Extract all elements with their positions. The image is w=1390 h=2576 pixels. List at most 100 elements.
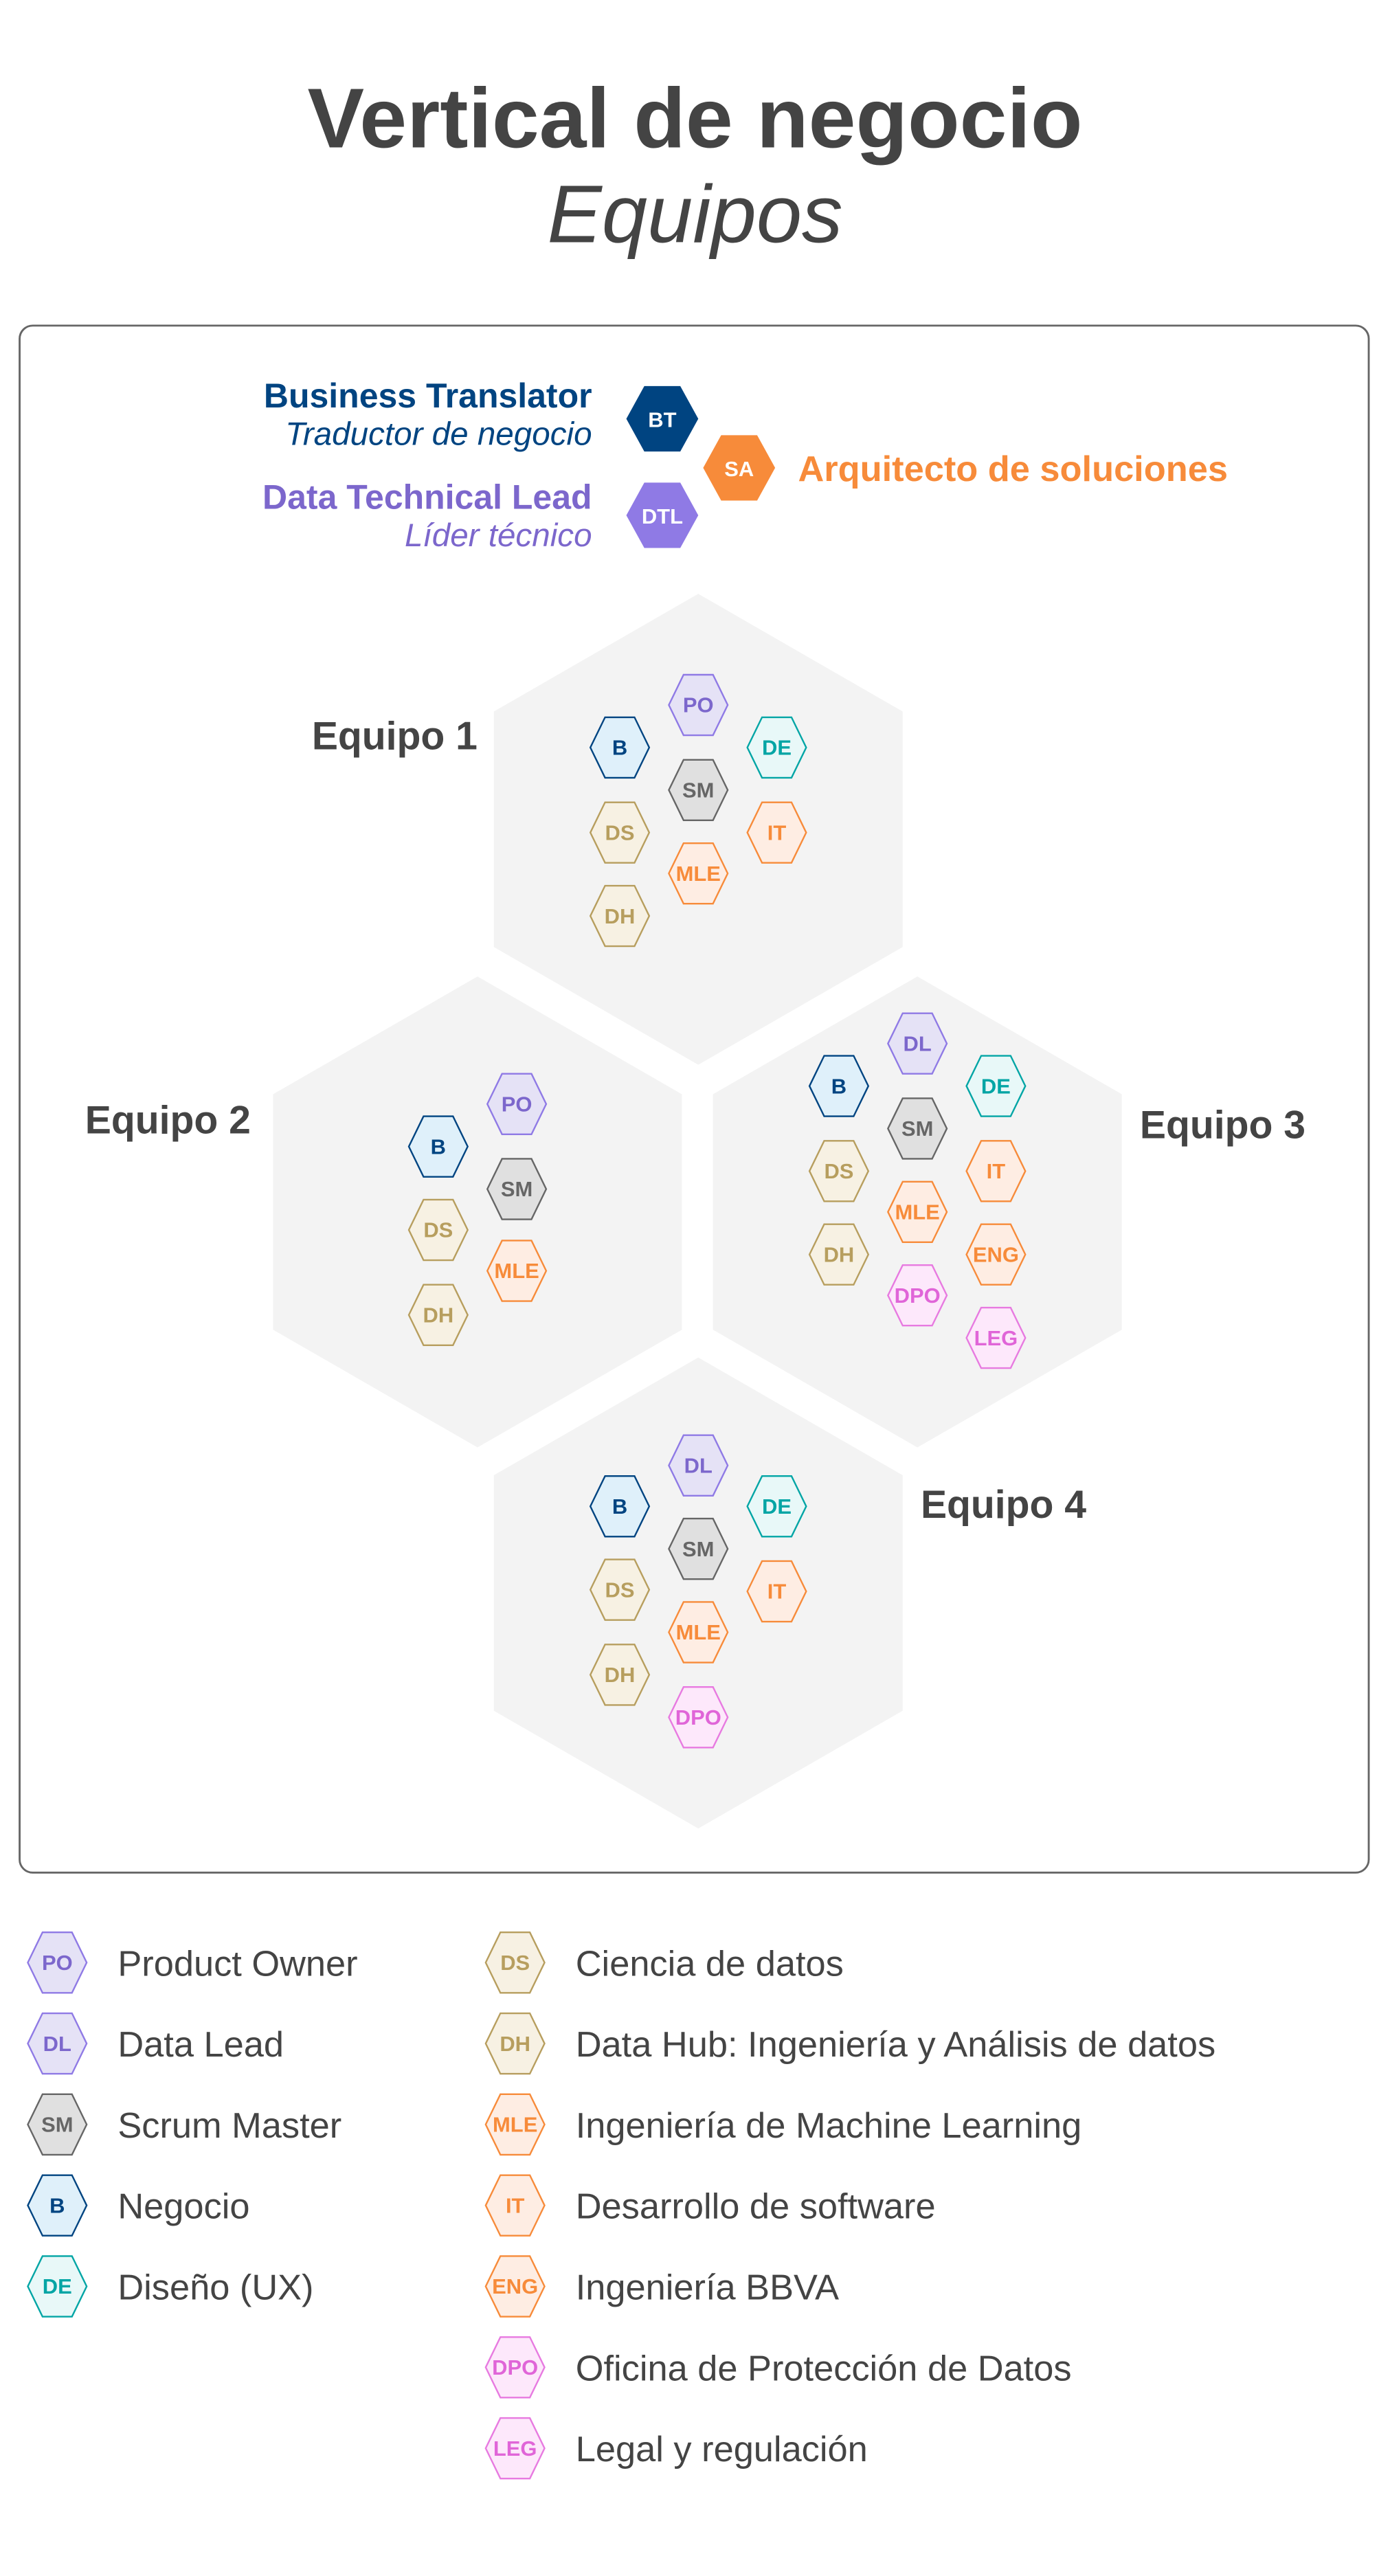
role-code: DS (605, 1578, 635, 1602)
role-code: B (831, 1074, 847, 1098)
role-hex-mle: MLE (668, 842, 729, 905)
team-1-label: Equipo 1 (312, 714, 478, 758)
role-code: SM (682, 778, 714, 802)
hexagon-icon (808, 1140, 870, 1202)
role-hex-po: PO (668, 673, 729, 737)
hexagon-icon (484, 2174, 546, 2237)
team-3-label: Equipo 3 (1140, 1104, 1305, 1147)
role-hex-dh: DH (808, 1223, 870, 1286)
role-code: IT (767, 820, 787, 844)
legend-label: Diseño (UX) (117, 2268, 313, 2308)
hexagon-icon (965, 1306, 1027, 1369)
hexagon-icon (407, 1284, 469, 1346)
role-hex-po: PO (27, 1931, 88, 1994)
hexagon-icon (484, 2255, 546, 2318)
legend-item: ENG Ingeniería BBVA (484, 2255, 839, 2318)
role-hex-eng: ENG (965, 1223, 1027, 1286)
role-code: DH (824, 1242, 855, 1266)
role-hex-dh: DH (407, 1284, 469, 1346)
role-hex-b: B (589, 1475, 651, 1538)
role-code: DE (762, 1494, 792, 1519)
hexagon-icon (626, 385, 699, 452)
role-code: DH (423, 1303, 453, 1327)
hexagon-icon (668, 1686, 729, 1749)
legend-label: Ingeniería BBVA (576, 2268, 839, 2308)
role-code: SM (901, 1117, 933, 1141)
hexagon-icon (27, 2093, 88, 2156)
legend-label: Data Lead (117, 2025, 284, 2065)
role-code: PO (502, 1092, 533, 1116)
legend-label: Ingeniería de Machine Learning (576, 2106, 1081, 2146)
legend-label: Desarrollo de software (576, 2187, 936, 2227)
role-hex-mle: MLE (887, 1180, 948, 1244)
role-code: DL (904, 1031, 932, 1055)
role-hex-ds: DS (589, 801, 651, 864)
role-code: IT (987, 1159, 1006, 1183)
role-hex-ds: DS (589, 1558, 651, 1621)
hexagon-icon (484, 2336, 546, 2399)
role-code: DE (762, 736, 792, 760)
hexagon-icon (887, 1264, 948, 1327)
hexagon-icon (486, 1158, 548, 1220)
role-hex-dpo: DPO (484, 2336, 546, 2399)
hexagon-icon (746, 801, 807, 864)
hexagon-icon (965, 1140, 1027, 1202)
hexagon-icon (484, 2417, 546, 2480)
role-hex-sm: SM (887, 1097, 948, 1160)
sa-code: SA (724, 457, 754, 481)
role-hex-po: PO (486, 1073, 548, 1135)
hexagon-icon (746, 716, 807, 779)
role-hex-dpo: DPO (668, 1686, 729, 1749)
role-code: DPO (675, 1705, 721, 1729)
hexagon-icon (668, 1601, 729, 1664)
role-code: IT (506, 2193, 525, 2217)
hexagon-icon (486, 1240, 548, 1302)
role-hex-dl: DL (668, 1434, 729, 1497)
role-code: MLE (676, 862, 721, 886)
diagram-frame (19, 324, 1370, 1874)
bt-subtitle: Traductor de negocio (285, 416, 592, 453)
role-hex-dl: DL (27, 2012, 88, 2075)
hexagon-icon (589, 884, 651, 948)
hexagon-icon (746, 1475, 807, 1538)
role-hex-de: DE (746, 716, 807, 779)
hexagon-icon (887, 1180, 948, 1244)
legend-label: Oficina de Protección de Datos (576, 2349, 1072, 2388)
role-hex-dh: DH (484, 2012, 546, 2075)
hexagon-icon (589, 1558, 651, 1621)
legend-label: Legal y regulación (576, 2430, 868, 2469)
role-code: SM (682, 1537, 714, 1561)
role-code: B (612, 736, 627, 760)
role-hex-dpo: DPO (887, 1264, 948, 1327)
role-hex-leg: LEG (484, 2417, 546, 2480)
role-code: IT (767, 1580, 787, 1604)
role-code: ENG (973, 1242, 1019, 1266)
role-code: SM (501, 1177, 533, 1201)
hexagon-icon (484, 2093, 546, 2156)
hexagon-icon (589, 801, 651, 864)
legend-item: LEG Legal y regulación (484, 2417, 868, 2480)
role-code: MLE (493, 2113, 537, 2137)
bt-hex: BT (626, 385, 699, 452)
role-hex-eng: ENG (484, 2255, 546, 2318)
hexagon-icon (668, 759, 729, 822)
role-hex-de: DE (746, 1475, 807, 1538)
legend-item: DPO Oficina de Protección de Datos (484, 2336, 1072, 2399)
role-hex-sm: SM (486, 1158, 548, 1220)
hexagon-icon (407, 1115, 469, 1178)
legend-label: Scrum Master (117, 2106, 341, 2146)
hexagon-icon (589, 1475, 651, 1538)
role-hex-sm: SM (668, 1517, 729, 1580)
team-1-hex (493, 594, 903, 1065)
role-code: PO (683, 693, 714, 717)
role-code: DS (605, 820, 635, 844)
hexagon-icon (27, 2174, 88, 2237)
role-hex-b: B (407, 1115, 469, 1178)
role-hex-it: IT (746, 1560, 807, 1623)
team-2-label: Equipo 2 (85, 1099, 251, 1143)
dtl-title: Data Technical Lead (262, 478, 592, 516)
